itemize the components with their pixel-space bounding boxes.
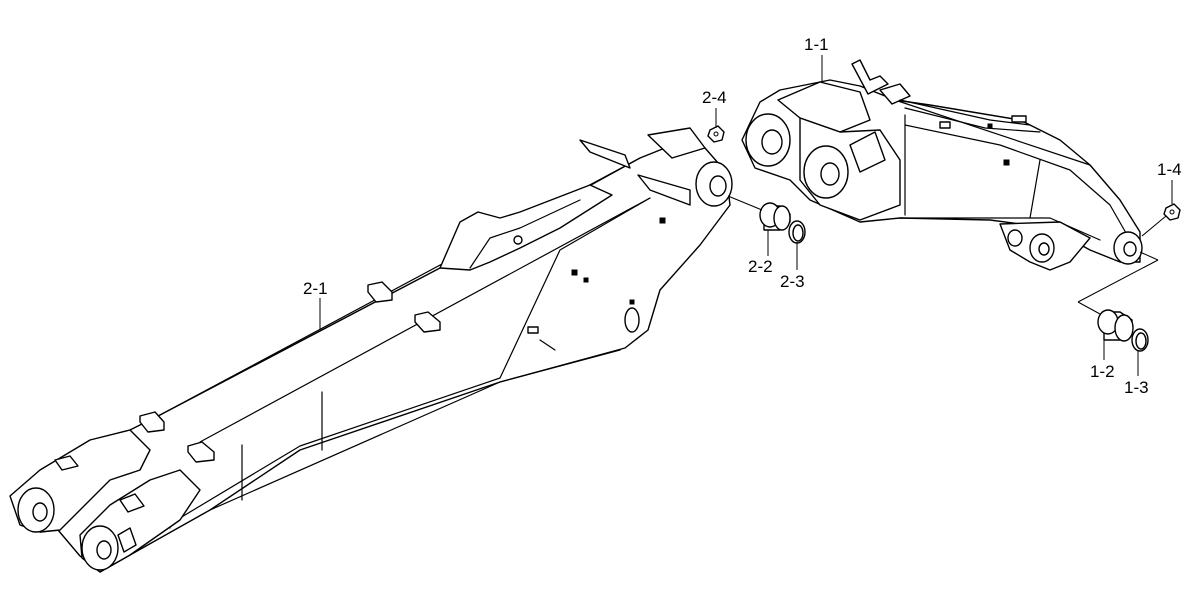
bolt-1-4 xyxy=(1163,203,1181,221)
arm-end-eye-inner xyxy=(709,175,727,197)
arm-nut-2 xyxy=(583,277,589,283)
boom-tab-1 xyxy=(939,121,951,129)
boom-pipe-2 xyxy=(904,107,1041,133)
boom-top-edge xyxy=(894,99,1091,166)
bushing-2-2-front xyxy=(773,205,791,231)
boom-pipe-1 xyxy=(899,99,1031,126)
boom-nut-1 xyxy=(1003,159,1010,166)
arm-side-hole xyxy=(624,307,640,333)
boom-lower-edge xyxy=(899,217,1101,241)
bolt-2-4-center xyxy=(713,131,719,137)
arm-fork-tab-2 xyxy=(119,493,145,513)
boom-tab-2 xyxy=(1011,115,1027,123)
arm-clip-1 xyxy=(527,326,539,334)
label-1-2: 1-2 xyxy=(1090,362,1115,381)
arm-fork-eye-inner xyxy=(32,502,48,522)
boom-mid-edge xyxy=(904,124,1131,241)
boom-bracket-top-2 xyxy=(879,83,911,105)
arm-lower-edge xyxy=(209,349,621,511)
axis-boom-pin-1 xyxy=(1139,251,1159,261)
part-labels: 1-1 2-4 2-1 2-2 2-3 1-4 1-2 1-3 xyxy=(303,35,1182,397)
boom-side-plate xyxy=(849,131,886,173)
arm-block-4 xyxy=(187,441,215,463)
arm-block-1 xyxy=(367,281,393,303)
arm-fork-tab-1 xyxy=(54,455,79,471)
label-1-4: 1-4 xyxy=(1157,160,1182,179)
label-2-4: 2-4 xyxy=(702,88,727,107)
boom-bracket-top-1 xyxy=(851,59,889,95)
seal-1-3-inner xyxy=(1135,332,1147,350)
bolt-1-4-head xyxy=(1163,203,1181,221)
leader-lines xyxy=(319,55,1173,376)
boom-vertical-2 xyxy=(1029,159,1041,219)
arm-top-plate-b xyxy=(637,174,691,206)
arm-top-plate-a xyxy=(579,139,631,169)
arm-assembly xyxy=(9,127,733,573)
seal-2-3-inner xyxy=(792,224,804,242)
boom-assembly xyxy=(741,59,1143,271)
arm-diagonal xyxy=(499,197,651,379)
arm-block-3 xyxy=(139,411,165,433)
boom-bushing-group xyxy=(1097,309,1149,352)
boom-foot-eye-left-inner xyxy=(761,129,783,155)
arm-bushing-group xyxy=(759,202,806,244)
boom-nut-2 xyxy=(987,123,993,129)
arm-bracket-inner xyxy=(469,199,581,269)
axis-boom-pin-2 xyxy=(1077,259,1159,303)
bushing-1-2-front xyxy=(1114,314,1134,342)
arm-block-2 xyxy=(414,311,441,333)
axis-boom-pin-3 xyxy=(1077,301,1101,315)
arm-fork-lower-eye-inner xyxy=(96,540,112,560)
axis-boom-bolt xyxy=(1141,215,1167,237)
label-2-2: 2-2 xyxy=(748,257,773,276)
axis-arm-pin xyxy=(727,195,763,211)
arm-end-boss xyxy=(647,127,706,159)
bolt-2-4-head xyxy=(707,125,725,143)
bolt-1-4-center xyxy=(1169,209,1175,215)
label-1-3: 1-3 xyxy=(1124,378,1149,397)
arm-fork-tab-3 xyxy=(117,527,137,553)
boom-foot-eye-right-inner xyxy=(820,162,840,186)
bolt-2-4 xyxy=(707,125,725,143)
arm-bracket-hole xyxy=(513,235,523,245)
arm-nut-1 xyxy=(571,269,578,276)
arm-nut-3 xyxy=(629,299,635,305)
arm-lower-edge-2 xyxy=(129,377,501,549)
label-2-1: 2-1 xyxy=(303,279,328,298)
boom-bracket-eye-inner xyxy=(1038,242,1050,256)
arm-clip-pin xyxy=(539,339,556,351)
boom-nose-eye-inner xyxy=(1123,241,1137,257)
boom-bracket-eye-small xyxy=(1007,229,1023,247)
arm-nut-4 xyxy=(659,217,666,224)
label-2-3: 2-3 xyxy=(780,272,805,291)
label-1-1: 1-1 xyxy=(804,35,829,54)
